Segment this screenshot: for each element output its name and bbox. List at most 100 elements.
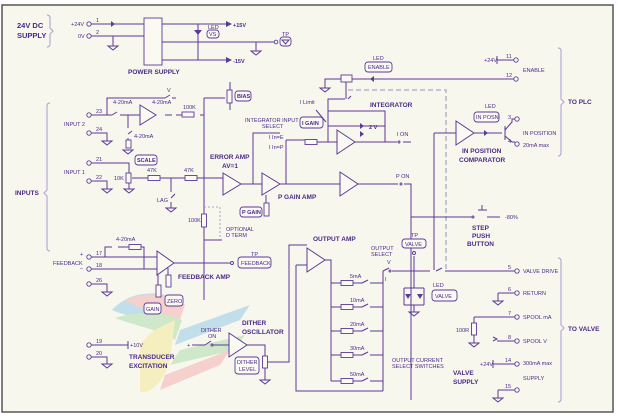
feedback-test-point[interactable] — [230, 261, 234, 265]
spool-v-label: SPOOL V — [523, 339, 547, 345]
resistor-47k-b — [184, 175, 198, 181]
valve-24v-label: +24V — [480, 362, 493, 368]
terminal-3 — [514, 116, 520, 122]
step-label: STEP — [472, 225, 490, 232]
resistor — [125, 139, 132, 149]
valve-test-point[interactable] — [412, 251, 416, 255]
tp-box — [279, 36, 292, 47]
tp-label: TP — [282, 32, 289, 38]
optional-label: OPTIONAL — [226, 227, 254, 233]
t24: 24 — [96, 127, 102, 133]
dither-level-pot[interactable] — [262, 355, 268, 369]
valve-led-text: VALVE — [435, 294, 452, 300]
valve-terminals — [514, 268, 520, 393]
terminal-20 — [86, 354, 92, 360]
comparator-title-2: COMPARATOR — [459, 157, 506, 164]
ground-icon — [100, 363, 114, 369]
zero-pot[interactable] — [165, 274, 172, 288]
current-row-30ma[interactable]: 30mA — [331, 346, 383, 358]
current-label: 50mA — [350, 372, 365, 378]
dither-on-label-2: ON — [208, 334, 216, 340]
led-label: LED — [208, 25, 219, 31]
ground-icon — [258, 379, 272, 385]
terminal-23 — [86, 112, 92, 118]
t7: 7 — [508, 311, 511, 317]
i-on-switch[interactable] — [397, 140, 401, 144]
sel-i: I — [385, 277, 387, 283]
current-label: 20mA — [350, 322, 365, 328]
d-term-label: D TERM — [226, 233, 247, 239]
dither-level-text: DITHER — [237, 360, 258, 366]
two-v-label: 2 V — [369, 125, 378, 131]
to-valve-title: TO VALVE — [568, 326, 600, 333]
valve-tp-label: TP — [411, 233, 418, 239]
p-gain-box — [239, 206, 263, 218]
p-on-label: P ON — [396, 174, 409, 180]
dither-oscillator-amp — [228, 332, 248, 358]
label-0v: 0V — [78, 34, 85, 40]
terminal-11 — [513, 57, 519, 63]
relay-link — [348, 89, 447, 270]
i-gain-text: I GAIN — [302, 121, 319, 127]
input2-label: INPUT 2 — [64, 122, 85, 128]
output-select-label: OUTPUT — [371, 246, 394, 252]
led-icon — [484, 130, 488, 136]
dither-on-switch[interactable] — [210, 343, 214, 347]
output-select-label-2: SELECT — [371, 252, 393, 258]
scale-text: SCALE — [137, 158, 156, 164]
in-p-label: I In=P — [269, 145, 284, 151]
t11: 11 — [506, 54, 512, 60]
ground-icon — [106, 45, 120, 51]
transducer-label: TRANSDUCER — [129, 354, 175, 361]
supply-label: SUPPLY — [523, 376, 545, 382]
terminal-1-label: 1 — [96, 18, 99, 24]
comparator-title: IN POSITION — [462, 148, 502, 155]
input2-amp — [139, 104, 157, 126]
minus80-label: -80% — [505, 215, 518, 221]
terminal-12 — [513, 76, 519, 82]
terminal-1 — [86, 21, 92, 27]
step-push-button[interactable] — [471, 215, 475, 219]
r10k-label: 10K — [114, 176, 124, 182]
supply-title: 24V DC — [17, 21, 44, 30]
current-row-50ma[interactable]: 50mA — [331, 372, 383, 384]
current-row-10ma[interactable]: 10mA — [331, 298, 383, 310]
button-label: BUTTON — [467, 241, 494, 248]
test-point[interactable] — [273, 39, 279, 45]
dither-level-box — [234, 356, 260, 375]
terminal-24 — [86, 130, 92, 136]
plc-24v-label: +24V — [484, 58, 497, 64]
current-row-20ma[interactable]: 20mA — [331, 322, 383, 334]
gain-pot[interactable] — [155, 284, 162, 298]
ma-label-c: 4-20mA — [134, 134, 154, 140]
i-gain-pot[interactable] — [304, 139, 318, 145]
valve-tp-box — [401, 238, 427, 249]
t26: 26 — [96, 278, 102, 284]
t20: 20 — [96, 351, 102, 357]
output-select-switch[interactable] — [388, 269, 392, 273]
i-on-label: I ON — [397, 132, 408, 138]
ground-icon — [467, 300, 505, 403]
in-position-label: IN POSITION — [523, 131, 556, 137]
resistor — [128, 244, 142, 250]
bias-pot[interactable] — [226, 89, 233, 104]
p-gain-amp-label: P GAIN AMP — [278, 194, 317, 201]
t6: 6 — [508, 287, 511, 293]
ground-icon — [318, 87, 332, 93]
max300ma-label: 300mA max — [523, 361, 552, 367]
valve-drive-label: VALVE DRIVE — [523, 269, 559, 275]
error-amp — [222, 172, 242, 196]
terminal-26 — [86, 281, 92, 287]
return-label: RETURN — [523, 291, 546, 297]
i-gain-box — [299, 116, 324, 129]
valve-led-label: LED — [433, 283, 444, 289]
to-plc-title: TO PLC — [568, 99, 592, 106]
p-gain-pot[interactable] — [263, 202, 270, 217]
p-on-switch[interactable] — [399, 182, 403, 186]
led-vs-box — [206, 29, 220, 39]
scale-box — [134, 154, 158, 166]
current-row-5ma[interactable]: 5mA — [331, 274, 383, 286]
zener-icon — [360, 123, 364, 137]
r100k-2-label: 100K — [188, 218, 201, 224]
